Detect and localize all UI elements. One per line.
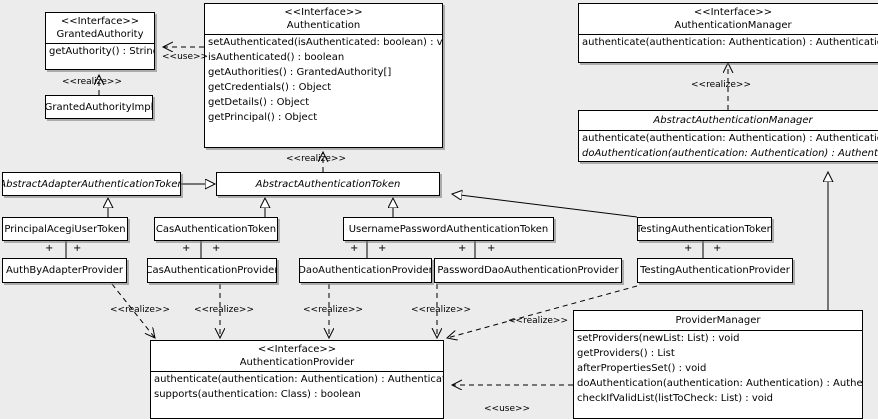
edge-label-use-authentication-grantedauthority: <<use>> (162, 52, 209, 62)
edge-label-realize-authbyadapterprovider: <<realize>> (110, 305, 170, 315)
class-name: UsernamePasswordAuthenticationToken (348, 223, 549, 235)
compartment-divider (205, 34, 442, 35)
class-authentication-manager[interactable]: <<Interface>> AuthenticationManager auth… (578, 3, 878, 63)
class-header: <<Interface>> Authentication (205, 4, 442, 34)
class-granted-authority[interactable]: <<Interface>> GrantedAuthority getAuthor… (45, 12, 155, 70)
class-header: AbstractAuthenticationManager (579, 111, 878, 130)
operations-compartment: setProviders(newList: List) : void getPr… (574, 331, 862, 406)
operation-item: getCredentials() : Object (208, 82, 332, 93)
operation-item: afterPropertiesSet() : void (577, 363, 707, 374)
edge-label-use-providermanager-authenticationprovider: <<use>> (484, 404, 531, 414)
class-header: <<Interface>> GrantedAuthority (46, 13, 154, 43)
compartment-divider (574, 330, 862, 331)
operations-compartment: authenticate(authentication: Authenticat… (579, 35, 878, 50)
class-name: TestingAuthenticationProvider (640, 265, 790, 276)
operation-item: getPrincipal() : Object (208, 112, 318, 123)
compartment-divider (579, 34, 878, 35)
class-abstract-adapter-authentication-token[interactable]: AbstractAdapterAuthenticationToken (2, 172, 181, 196)
edge-label-realize-grantedauthorityimpl: <<realize>> (62, 77, 122, 87)
class-name: CasAuthenticationToken (155, 223, 277, 235)
class-name: AbstractAdapterAuthenticationToken (2, 178, 181, 190)
class-abstract-authentication-token[interactable]: AbstractAuthenticationToken (216, 172, 440, 196)
association-marker-plus: + (378, 243, 387, 254)
class-name: ProviderManager (675, 315, 761, 326)
operation-item: getAuthorities() : GrantedAuthority[] (208, 67, 392, 78)
operation-item: setAuthenticated(isAuthenticated: boolea… (208, 37, 443, 48)
class-principal-acegi-user-token[interactable]: PrincipalAcegiUserToken (2, 217, 128, 241)
edge-label-realize-abstractauthenticationtoken: <<realize>> (286, 154, 346, 164)
class-cas-authentication-provider[interactable]: CasAuthenticationProvider (147, 258, 277, 283)
class-name: AbstractAuthenticationManager (653, 115, 813, 126)
class-auth-by-adapter-provider[interactable]: AuthByAdapterProvider (2, 258, 127, 283)
edge-label-realize-providermanager: <<realize>> (508, 316, 568, 326)
class-abstract-authentication-manager[interactable]: AbstractAuthenticationManager authentica… (578, 110, 878, 162)
association-marker-plus: + (458, 243, 467, 254)
operation-item: getProviders() : List (577, 348, 675, 359)
operations-compartment: authenticate(authentication: Authenticat… (151, 372, 443, 402)
operation-item: supports(authentication: Class) : boolea… (154, 389, 361, 400)
compartment-divider (151, 371, 443, 372)
class-name: AuthenticationManager (674, 20, 792, 31)
class-authentication[interactable]: <<Interface>> Authentication setAuthenti… (204, 3, 443, 148)
operations-compartment: authenticate(authentication: Authenticat… (579, 131, 878, 161)
class-name: Authentication (286, 20, 361, 31)
class-name: GrantedAuthorityImpl (45, 101, 153, 113)
class-provider-manager[interactable]: ProviderManager setProviders(newList: Li… (573, 310, 863, 419)
operation-item: checkIfValidList(listToCheck: List) : vo… (577, 393, 774, 404)
operation-item: authenticate(authentication: Authenticat… (154, 374, 444, 385)
edge-testingauthenticationtoken-extends-abstractauthenticationtoken (452, 194, 638, 218)
operation-item: doAuthentication(authentication: Authent… (577, 378, 863, 389)
class-password-dao-authentication-provider[interactable]: PasswordDaoAuthenticationProvider (434, 258, 622, 283)
class-header: ProviderManager (574, 311, 862, 330)
stereotype-label: <<Interface>> (60, 16, 140, 27)
stereotype-label: <<Interface>> (257, 344, 337, 355)
class-authentication-provider[interactable]: <<Interface>> AuthenticationProvider aut… (150, 340, 444, 419)
operation-item: authenticate(authentication: Authenticat… (582, 133, 878, 144)
class-username-password-authentication-token[interactable]: UsernamePasswordAuthenticationToken (343, 217, 554, 241)
operation-item: authenticate(authentication: Authenticat… (582, 37, 878, 48)
edge-label-realize-casauthenticationprovider: <<realize>> (194, 305, 254, 315)
stereotype-label: <<Interface>> (284, 7, 363, 18)
class-name: AuthenticationProvider (239, 357, 355, 368)
operation-item: doAuthentication(authentication: Authent… (582, 148, 878, 159)
association-marker-plus: + (684, 243, 693, 254)
class-name: AbstractAuthenticationToken (255, 178, 401, 190)
class-testing-authentication-token[interactable]: TestingAuthenticationToken (637, 217, 772, 241)
class-name: DaoAuthenticationProvider (299, 265, 432, 276)
class-name: PasswordDaoAuthenticationProvider (437, 265, 619, 276)
association-marker-plus: + (713, 243, 722, 254)
class-name: TestingAuthenticationToken (637, 223, 772, 235)
class-name: PrincipalAcegiUserToken (4, 223, 126, 235)
stereotype-label: <<Interface>> (693, 7, 773, 18)
class-cas-authentication-token[interactable]: CasAuthenticationToken (154, 217, 278, 241)
operations-compartment: getAuthority() : String (46, 44, 154, 59)
edge-label-realize-passworddaoauthenticationprovider: <<realize>> (411, 305, 471, 315)
association-marker-plus: + (73, 243, 82, 254)
class-name: CasAuthenticationProvider (147, 265, 277, 276)
association-marker-plus: + (350, 243, 359, 254)
operation-item: getAuthority() : String (49, 46, 155, 57)
association-marker-plus: + (487, 243, 496, 254)
association-marker-plus: + (182, 243, 191, 254)
edge-label-realize-abstractauthenticationmanager: <<realize>> (691, 80, 751, 90)
compartment-divider (46, 43, 154, 44)
class-testing-authentication-provider[interactable]: TestingAuthenticationProvider (637, 258, 793, 283)
operation-item: isAuthenticated() : boolean (208, 52, 345, 63)
class-header: <<Interface>> AuthenticationProvider (151, 341, 443, 371)
class-name: GrantedAuthority (56, 29, 144, 40)
operation-item: setProviders(newList: List) : void (577, 333, 740, 344)
class-name: AuthByAdapterProvider (5, 265, 124, 276)
association-marker-plus: + (212, 243, 221, 254)
operations-compartment: setAuthenticated(isAuthenticated: boolea… (205, 35, 442, 125)
class-dao-authentication-provider[interactable]: DaoAuthenticationProvider (299, 258, 432, 283)
class-header: <<Interface>> AuthenticationManager (579, 4, 878, 34)
association-marker-plus: + (45, 243, 54, 254)
compartment-divider (579, 130, 878, 131)
class-granted-authority-impl[interactable]: GrantedAuthorityImpl (45, 95, 153, 119)
operation-item: getDetails() : Object (208, 97, 310, 108)
edge-label-realize-daoauthenticationprovider: <<realize>> (303, 305, 363, 315)
